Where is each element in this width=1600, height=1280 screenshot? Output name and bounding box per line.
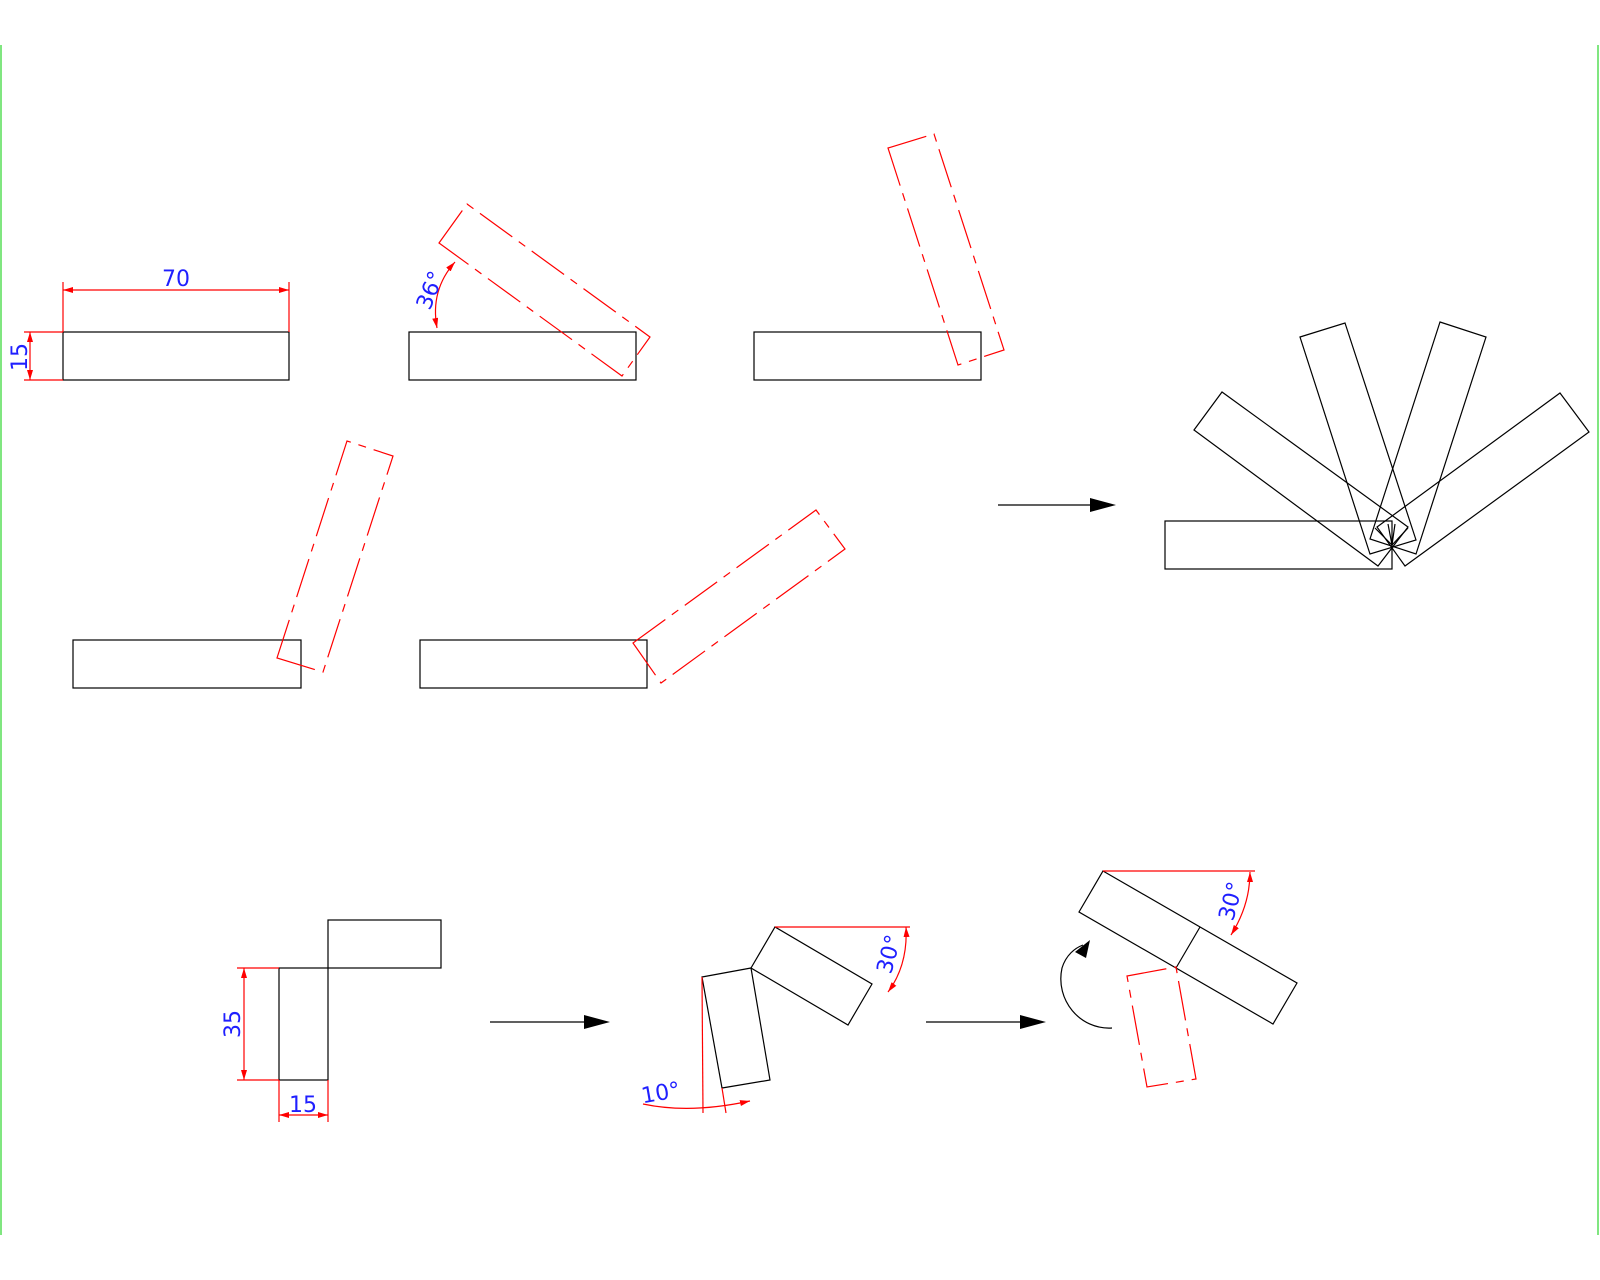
dim-15b-label: 15: [289, 1093, 317, 1118]
dim-10-ext-2: [721, 1087, 727, 1114]
fan-bar-72: [1299, 322, 1417, 555]
process-arrow-2-icon: [490, 1015, 610, 1029]
rotated-bar-36: [438, 203, 651, 377]
final-long-bar: [1078, 870, 1298, 1025]
dim-15-label: 15: [8, 343, 33, 371]
rotated-bar-108: [276, 440, 394, 673]
l-horizontal-bar: [327, 919, 442, 969]
fan-center-ray-2: [1391, 527, 1409, 546]
tilted-horizontal-bar: [750, 926, 873, 1026]
base-bar-5: [419, 639, 648, 689]
fan-center-ray-3: [1387, 523, 1393, 546]
final-red-bar: [1126, 966, 1197, 1088]
base-bar-1: [62, 331, 290, 381]
counterclockwise-rotate-arrow-icon: [1060, 944, 1113, 1029]
rotate-arrowhead-icon: [1075, 940, 1090, 958]
fan-bar-0: [1164, 520, 1393, 570]
fan-center-ray-1: [1374, 527, 1393, 546]
process-arrow-1-icon: [998, 498, 1116, 512]
fan-bar-108: [1369, 321, 1487, 555]
dim-70-label: 70: [162, 267, 190, 292]
base-bar-2: [408, 331, 637, 381]
rotated-bar-144: [632, 509, 846, 684]
angle-arc-36: [432, 261, 456, 329]
dim-30b-label: 30°: [1215, 879, 1249, 923]
fan-center-ray-4: [1391, 523, 1396, 546]
dim-10-ext: [701, 976, 704, 1114]
tilted-vertical-bar: [701, 967, 771, 1089]
angle-arc-30b: [1230, 871, 1253, 936]
angle-arc-30a: [887, 926, 910, 993]
base-bar-4: [72, 639, 302, 689]
fan-bar-144: [1376, 392, 1590, 567]
process-arrow-3-icon: [926, 1015, 1046, 1029]
final-bar-divider: [1175, 926, 1201, 969]
dim-35-label: 35: [221, 1010, 246, 1038]
rotated-bar-72: [887, 133, 1005, 366]
fan-bar-36: [1193, 391, 1409, 567]
base-bar-3: [753, 331, 982, 381]
dim-36-label: 36°: [412, 268, 450, 314]
dim-10-label: 10°: [639, 1078, 682, 1109]
l-vertical-bar: [278, 967, 329, 1081]
dim-30a-label: 30°: [873, 932, 907, 976]
angle-arc-10: [642, 1100, 751, 1109]
